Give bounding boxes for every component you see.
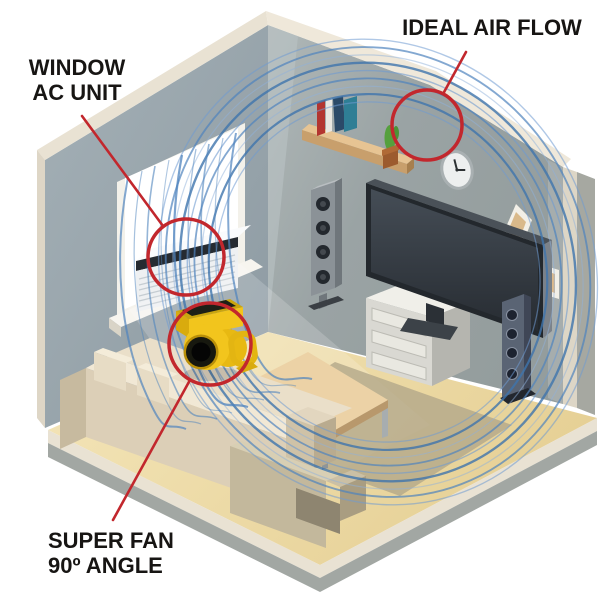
tv-top-edge: [366, 179, 552, 245]
window-sill-front: [109, 318, 121, 337]
right-wall-corner-highlight: [268, 25, 298, 332]
armchair: [230, 441, 366, 548]
highlight-circle-ac-unit: [146, 217, 226, 297]
tv-stand-neck: [426, 303, 444, 327]
armchair-arm: [340, 476, 366, 521]
annotations: [80, 50, 468, 522]
super-fan-label-line2: 90º ANGLE: [48, 553, 163, 578]
window-ac-label-line1: WINDOW: [28, 55, 126, 80]
left-wall-top-band: [37, 11, 268, 160]
fan-shadow: [184, 367, 240, 381]
super-fan-label: SUPER FAN 90º ANGLE: [48, 528, 174, 578]
right-wall-top-band: [266, 11, 571, 167]
ac-top-face: [136, 225, 251, 261]
shelf-endcap: [407, 158, 414, 174]
highlight-circle-airflow: [390, 88, 464, 162]
speaker-left: [308, 178, 344, 310]
couch-seat: [108, 338, 352, 427]
fan-intake-core: [191, 342, 211, 362]
shelf-front: [302, 130, 407, 174]
callout-line-fan: [111, 378, 192, 522]
tv-screen: [371, 189, 538, 331]
callout-line-airflow: [441, 50, 468, 96]
couch-cushion-1: [94, 352, 126, 391]
window-ac-label: WINDOW AC UNIT: [29, 55, 126, 105]
highlight-circle-fan: [167, 301, 253, 387]
tv-stand-base: [400, 318, 458, 340]
armchair-back: [230, 446, 326, 548]
window-ac-label-line2: AC UNIT: [32, 80, 122, 105]
ideal-air-flow-label-line1: IDEAL AIR FLOW: [402, 15, 582, 40]
wall-clock: [440, 150, 474, 190]
couch-cushion-2: [137, 367, 169, 406]
speaker-right: [500, 294, 536, 404]
super-fan-label-line1: SUPER FAN: [48, 528, 174, 553]
callout-line-ac: [80, 114, 165, 228]
table-top: [247, 352, 388, 433]
ideal-air-flow-label: IDEAL AIR FLOW: [402, 15, 582, 40]
couch-left-end: [60, 368, 86, 449]
left-wall-outer-band: [37, 150, 45, 428]
super-fan: [176, 299, 258, 381]
right-wall-outer-gray: [577, 172, 595, 415]
